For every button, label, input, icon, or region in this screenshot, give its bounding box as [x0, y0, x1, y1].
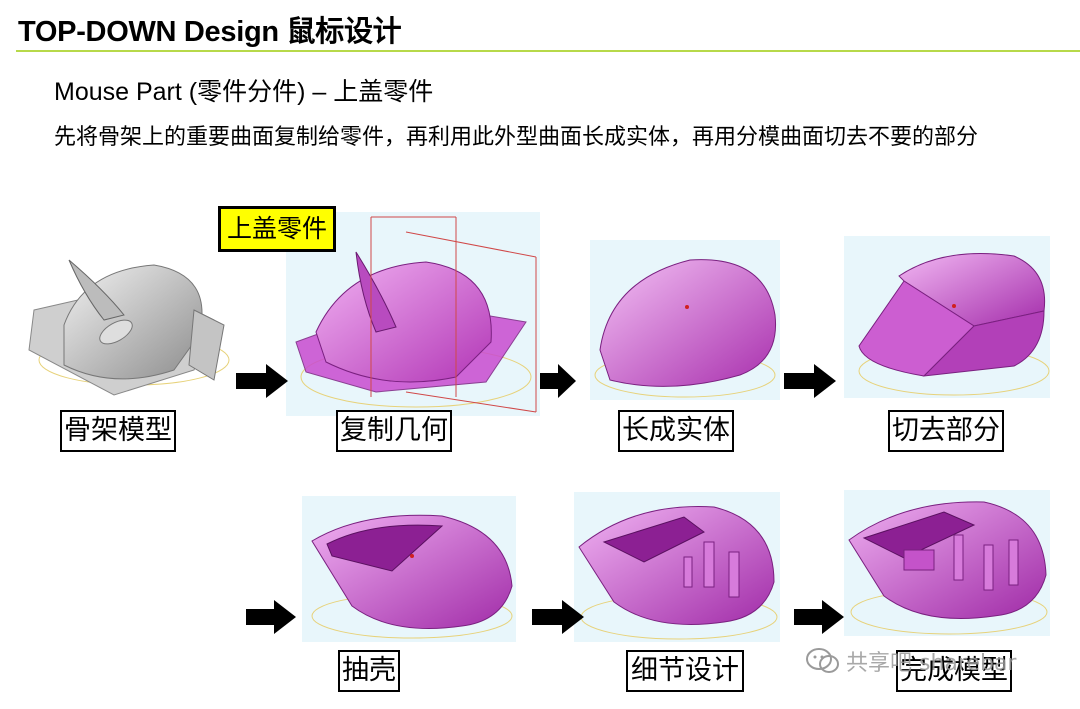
section-description: 先将骨架上的重要曲面复制给零件，再利用此外型曲面长成实体，再用分模曲面切去不要的…	[54, 125, 979, 150]
shell-model-image	[302, 496, 516, 642]
section-subtitle: Mouse Part (零件分件) – 上盖零件	[54, 78, 434, 106]
watermark-text: 共享吧 sharebar	[846, 651, 1017, 676]
step-label-detail: 细节设计	[626, 650, 744, 692]
step-label-shell: 抽壳	[338, 650, 400, 692]
cut-model-image	[844, 236, 1050, 398]
arrow-right-icon	[532, 600, 584, 634]
solid-model-image	[590, 240, 780, 400]
finished-model-image	[844, 490, 1050, 636]
arrow-right-icon	[540, 364, 576, 398]
arrow-right-icon	[246, 600, 296, 634]
skeleton-model-image	[24, 240, 234, 400]
title-divider	[16, 50, 1080, 52]
upper-cover-callout: 上盖零件	[218, 206, 336, 252]
step-label-finished: 完成模型	[896, 650, 1012, 692]
arrow-right-icon	[236, 364, 288, 398]
step-label-cut: 切去部分	[888, 410, 1004, 452]
step-label-skeleton: 骨架模型	[60, 410, 176, 452]
wechat-icon	[806, 648, 839, 673]
arrow-right-icon	[784, 364, 836, 398]
page-title: TOP-DOWN Design 鼠标设计	[18, 16, 402, 48]
detail-model-image	[574, 492, 780, 642]
step-label-solid: 长成实体	[618, 410, 734, 452]
arrow-right-icon	[794, 600, 844, 634]
step-label-copy-geometry: 复制几何	[336, 410, 452, 452]
copy-geometry-image	[286, 212, 540, 416]
watermark: 共享吧 sharebar	[806, 646, 1016, 676]
